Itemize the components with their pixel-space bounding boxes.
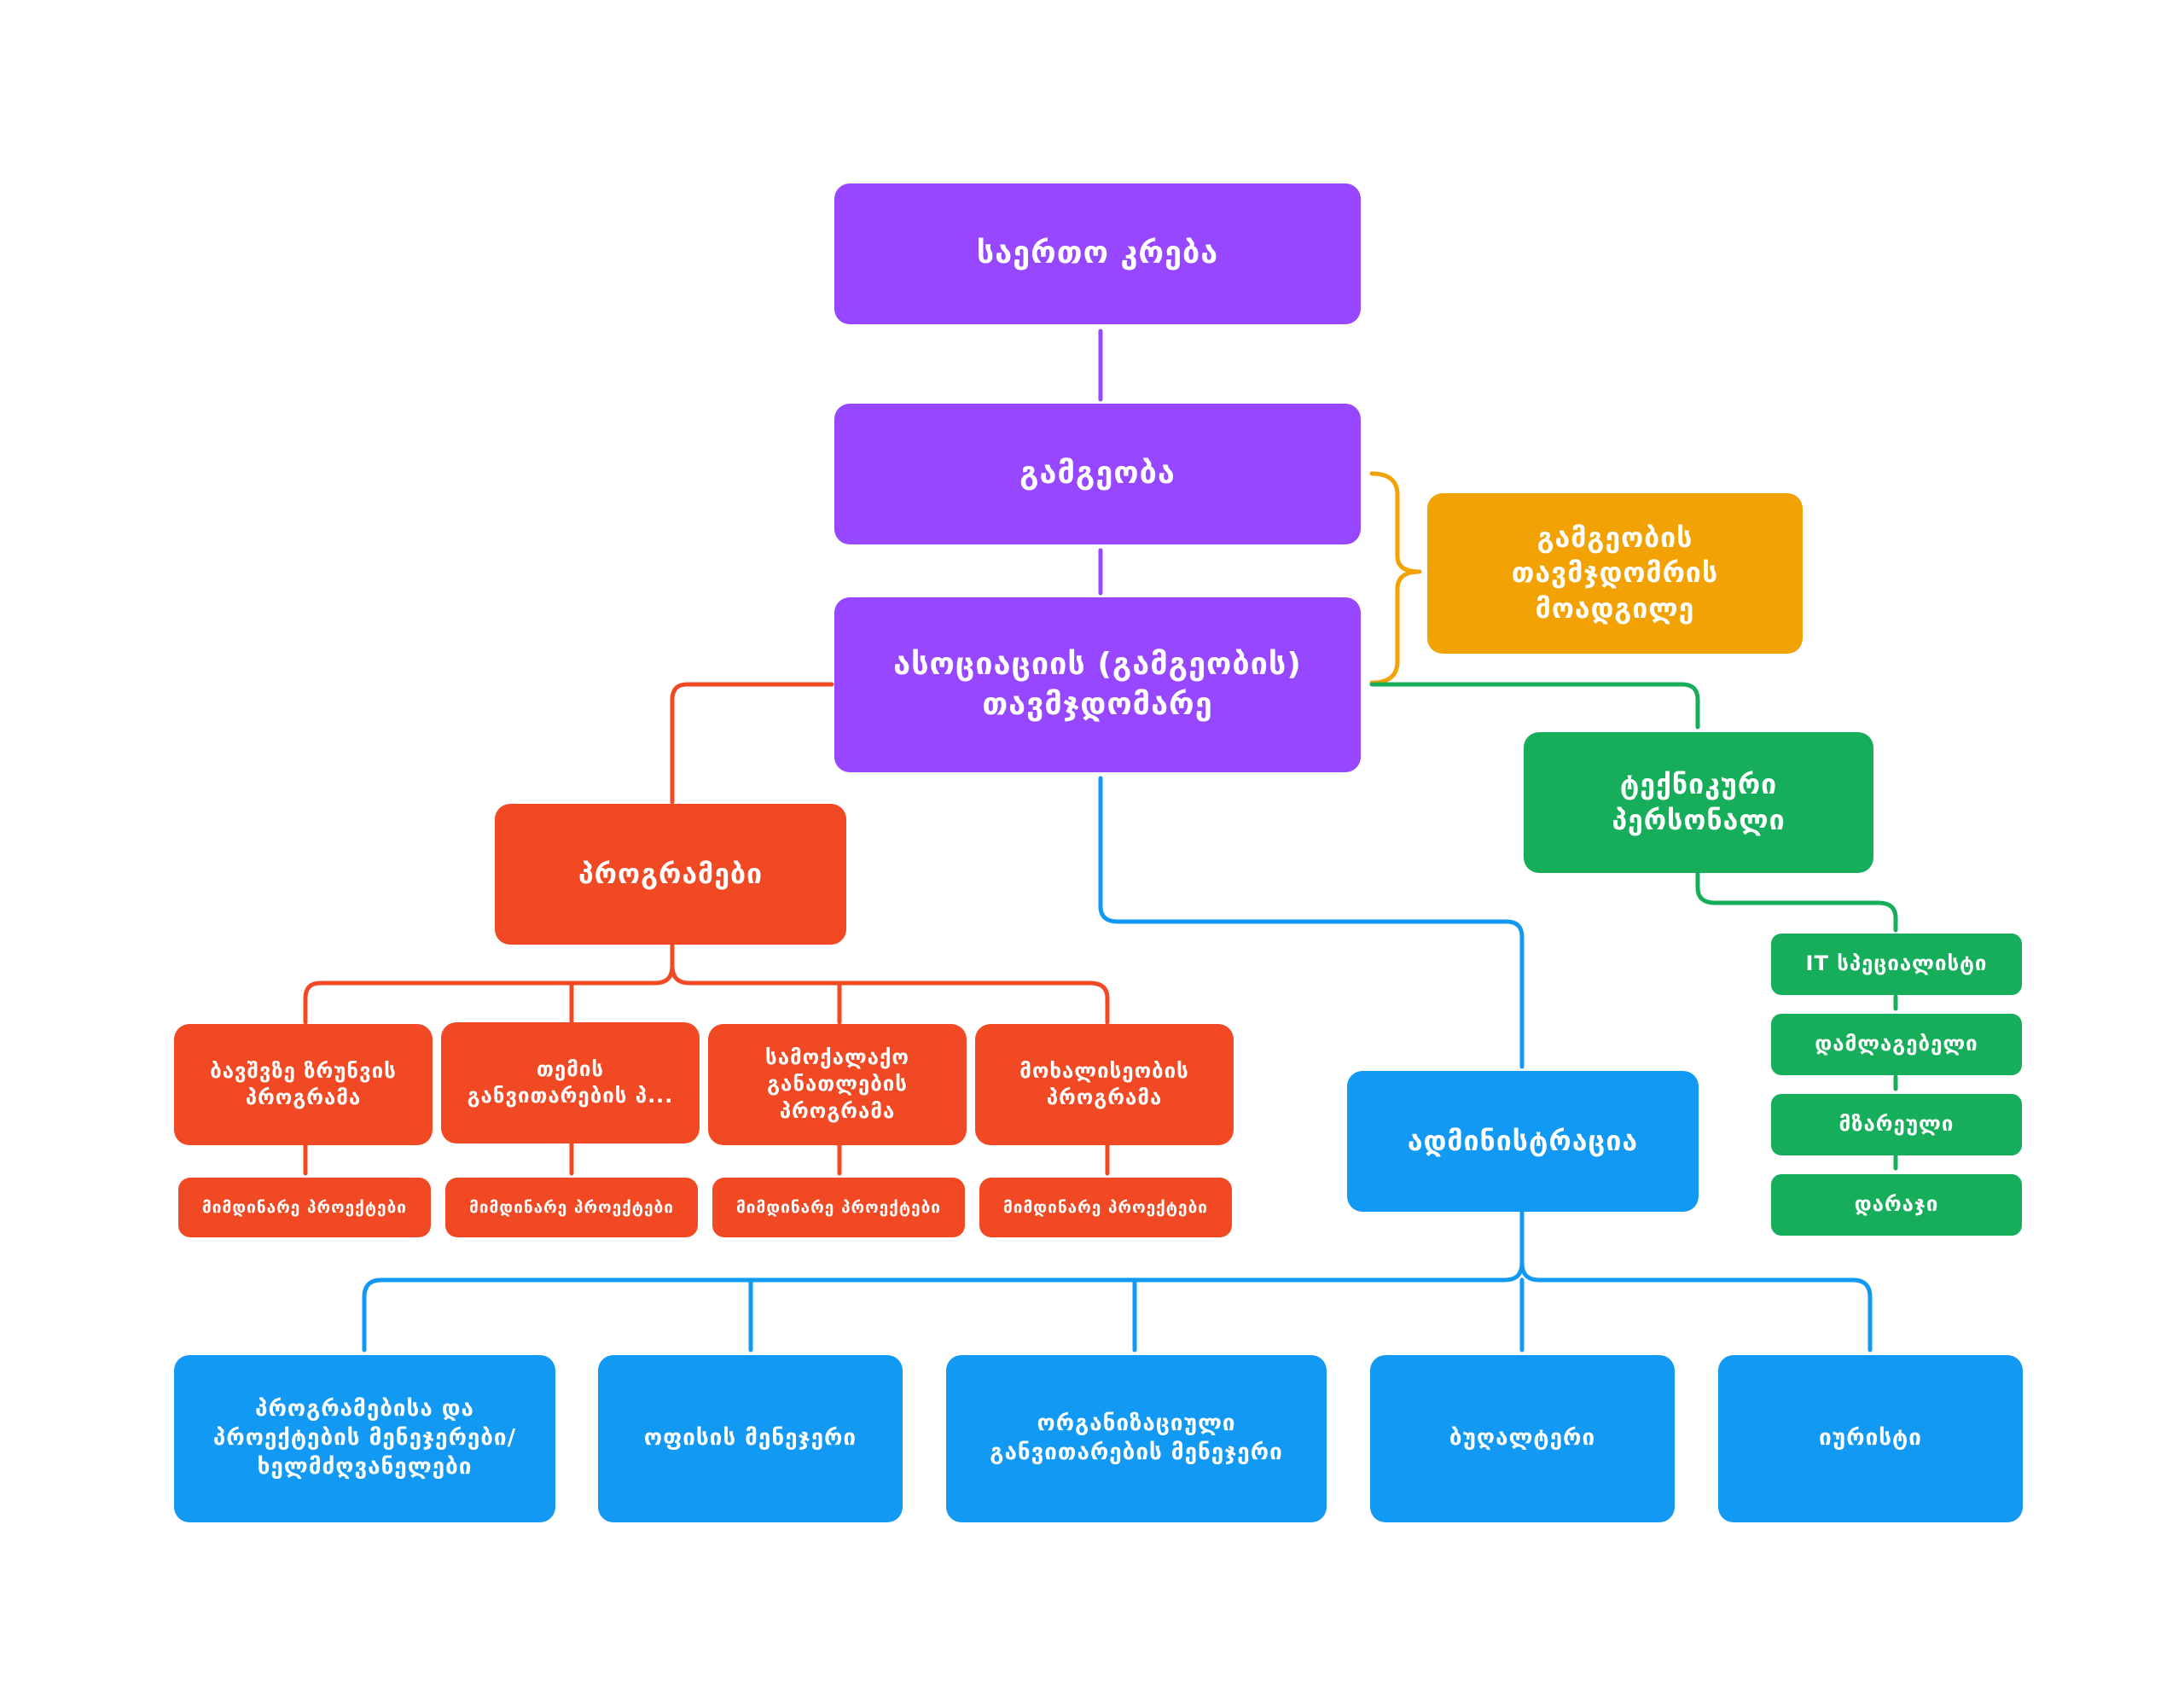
current-projects-box: მიმდინარე პროექტები — [445, 1178, 698, 1237]
general-assembly-label: საერთო კრება — [976, 236, 1219, 271]
technical-item-label: მზარეული — [1838, 1112, 1955, 1137]
current-projects-label: მიმდინარე პროექტები — [735, 1197, 942, 1217]
program-item: ბავშვზე ზრუნვის პროგრამა — [174, 1024, 433, 1145]
admin-item: ორგანიზაციული განვითარების მენეჯერი — [946, 1355, 1327, 1522]
general-assembly-box: საერთო კრება — [834, 183, 1361, 324]
chair-box: ასოციაციის (გამგეობის) თავმჯდომარე — [834, 597, 1361, 772]
connector-chair-technical — [1369, 682, 1700, 730]
technical-staff-box: ტექნიკური პერსონალი — [1524, 732, 1873, 873]
program-item-label: მოხალისეობის პროგრამა — [1019, 1058, 1189, 1109]
vice-chair-label: გამგეობის თავმჯდომრის მოადგილე — [1511, 521, 1719, 625]
program-item: სამოქალაქო განათლების პროგრამა — [708, 1024, 967, 1145]
programs-box: პროგრამები — [495, 804, 846, 945]
current-projects-label: მიმდინარე პროექტები — [201, 1197, 408, 1217]
technical-item-label: დამლაგებელი — [1815, 1032, 1978, 1056]
technical-item: დამლაგებელი — [1771, 1014, 2022, 1075]
technical-item: დარაჯი — [1771, 1174, 2022, 1236]
connector-administration-items — [362, 1209, 1873, 1353]
board-box: გამგეობა — [834, 404, 1361, 544]
connector-chair-administration — [1098, 776, 1525, 1069]
connector-chair-programs — [670, 682, 834, 805]
programs-label: პროგრამები — [578, 857, 764, 890]
connector-technical-items — [1695, 868, 1898, 933]
administration-label: ადმინისტრაცია — [1407, 1124, 1639, 1157]
current-projects-label: მიმდინარე პროექტები — [1002, 1197, 1209, 1217]
program-item-label: სამოქალაქო განათლების პროგრამა — [765, 1045, 909, 1123]
admin-item-label: იურისტი — [1819, 1425, 1922, 1452]
admin-item: პროგრამებისა და პროექტების მენეჯერები/ ხ… — [174, 1355, 555, 1522]
board-label: გამგეობა — [1019, 456, 1176, 492]
admin-item: ოფისის მენეჯერი — [598, 1355, 903, 1522]
program-item: თემის განვითარების პ... — [441, 1022, 700, 1143]
admin-item-label: ორგანიზაციული განვითარების მენეჯერი — [990, 1411, 1283, 1465]
technical-item-label: დარაჯი — [1854, 1192, 1939, 1217]
chair-label: ასოციაციის (გამგეობის) თავმჯდომარე — [893, 646, 1302, 722]
current-projects-box: მიმდინარე პროექტები — [712, 1178, 965, 1237]
technical-item-label: IT სპეციალისტი — [1805, 951, 1988, 976]
admin-item: ბუღალტერი — [1370, 1355, 1675, 1522]
program-item: მოხალისეობის პროგრამა — [975, 1024, 1234, 1145]
program-item-label: ბავშვზე ზრუნვის პროგრამა — [210, 1058, 397, 1109]
admin-item-label: ოფისის მენეჯერი — [643, 1425, 857, 1452]
current-projects-box: მიმდინარე პროექტები — [979, 1178, 1232, 1237]
admin-item: იურისტი — [1718, 1355, 2023, 1522]
program-item-label: თემის განვითარების პ... — [467, 1056, 674, 1108]
vice-chair-box: გამგეობის თავმჯდომრის მოადგილე — [1427, 493, 1803, 654]
connector-vice-chair-brace — [1369, 471, 1422, 685]
admin-item-label: პროგრამებისა და პროექტების მენეჯერები/ ხ… — [212, 1396, 517, 1480]
technical-staff-label: ტექნიკური პერსონალი — [1612, 767, 1786, 836]
current-projects-label: მიმდინარე პროექტები — [468, 1197, 675, 1217]
technical-item: IT სპეციალისტი — [1771, 934, 2022, 995]
admin-item-label: ბუღალტერი — [1449, 1425, 1596, 1452]
technical-item: მზარეული — [1771, 1094, 2022, 1155]
connector-programs-items — [303, 940, 1110, 1025]
current-projects-box: მიმდინარე პროექტები — [178, 1178, 431, 1237]
administration-box: ადმინისტრაცია — [1347, 1071, 1699, 1212]
